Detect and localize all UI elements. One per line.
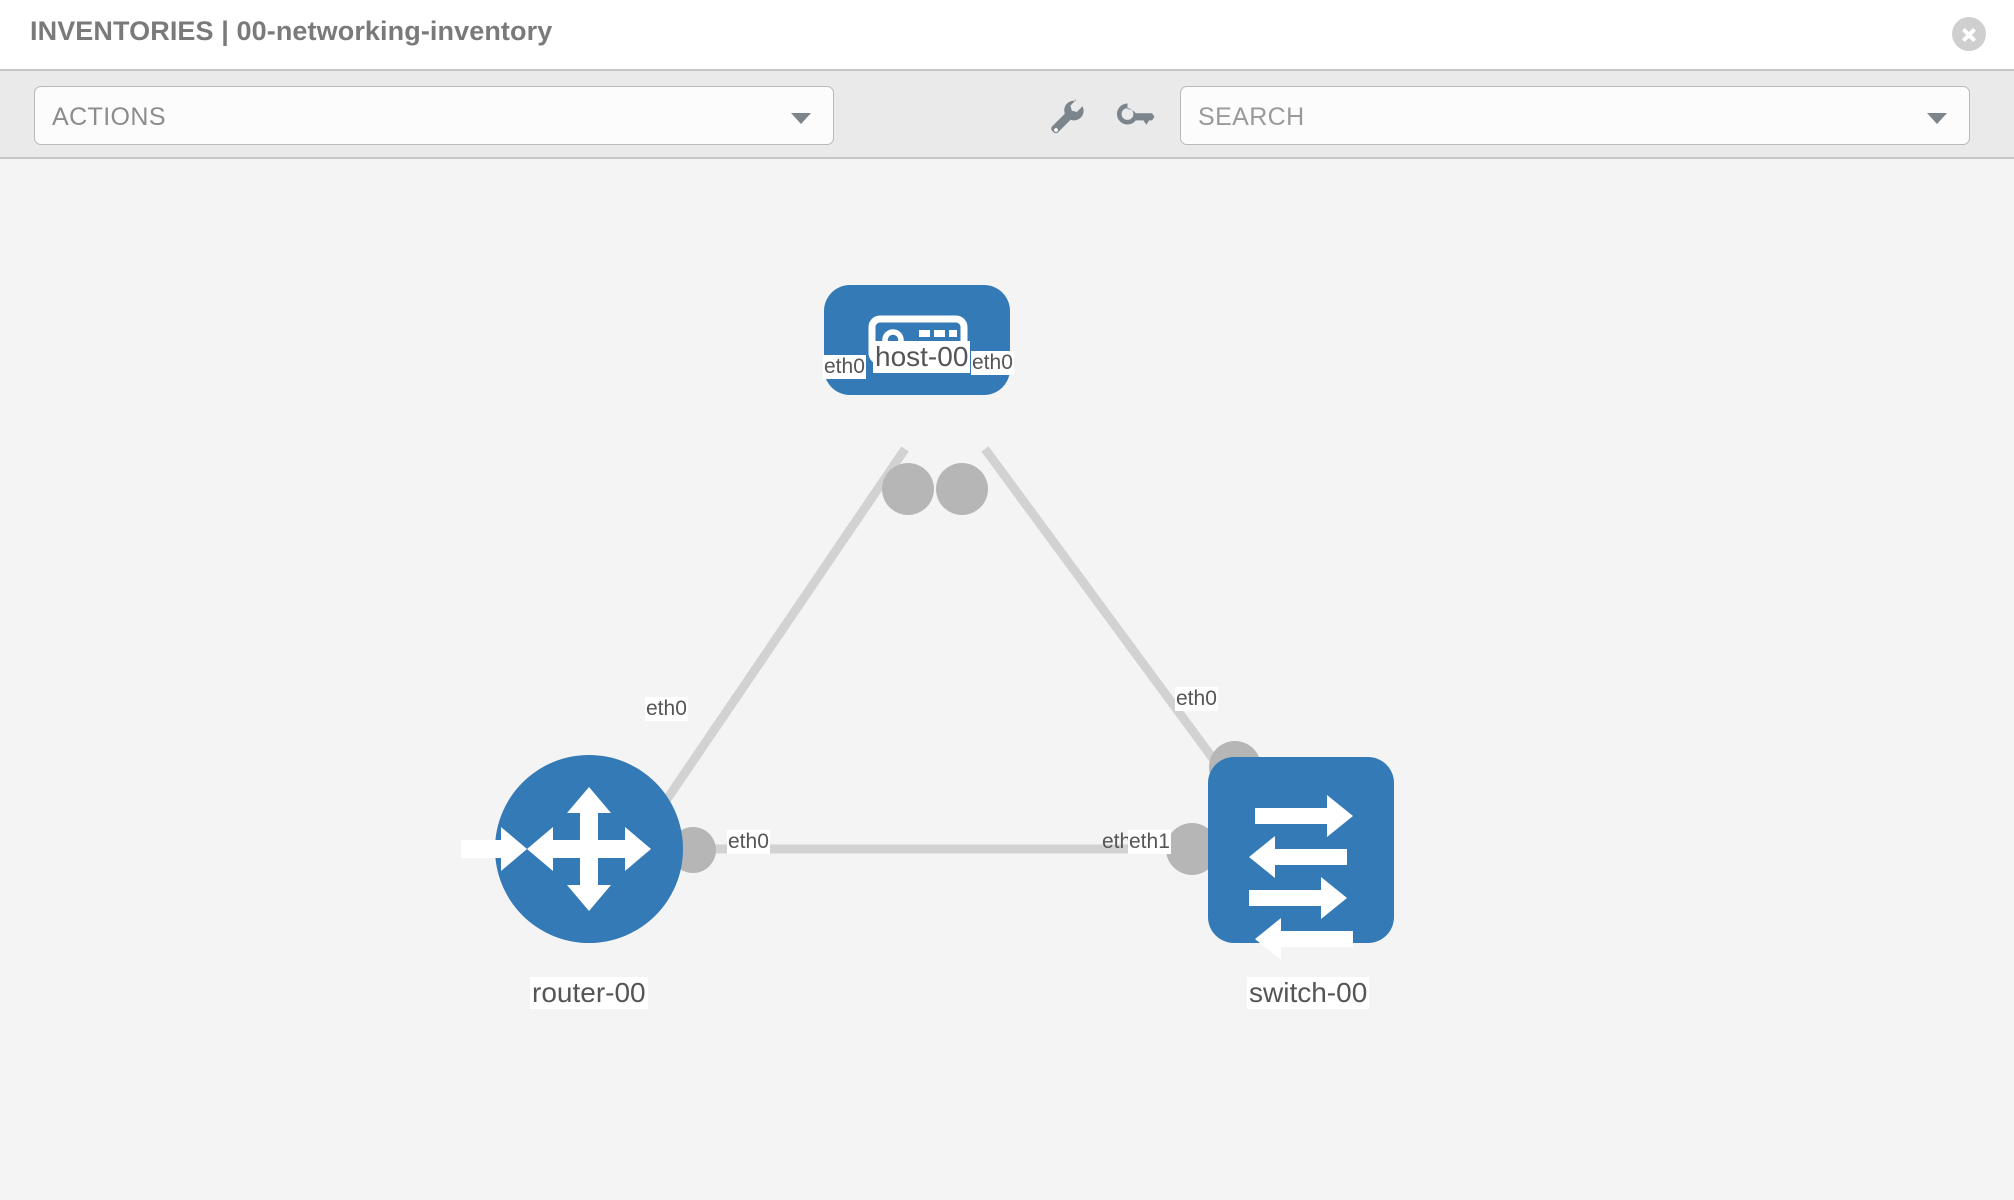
actions-dropdown[interactable]: ACTIONS bbox=[34, 86, 834, 145]
iface-label-router00-eth0: eth0 bbox=[727, 830, 770, 854]
port-host00-eth0-right[interactable] bbox=[936, 463, 988, 515]
iface-label-switch00-eth1: eth1 bbox=[1128, 830, 1171, 854]
actions-dropdown-label: ACTIONS bbox=[52, 103, 166, 131]
topology-graph bbox=[461, 285, 1394, 960]
switch-arrows-icon bbox=[1249, 795, 1353, 960]
topology-links bbox=[636, 446, 1232, 854]
close-icon[interactable] bbox=[1952, 17, 1986, 51]
chevron-down-icon[interactable] bbox=[1927, 113, 1947, 124]
port-host00-eth0-left[interactable] bbox=[882, 463, 934, 515]
topology-canvas[interactable]: host-00 router-00 switch-00 eth0 eth0 et… bbox=[0, 159, 2014, 1200]
node-switch-00[interactable] bbox=[1208, 757, 1394, 960]
chevron-down-icon bbox=[791, 113, 811, 124]
iface-label-host00-eth0-right: eth0 bbox=[971, 351, 1014, 375]
page-title: INVENTORIES | 00-networking-inventory bbox=[30, 16, 553, 46]
toolbar: ACTIONS SEARCH bbox=[0, 69, 2014, 159]
link-host00-switch00[interactable] bbox=[981, 446, 1232, 782]
wrench-icon[interactable] bbox=[1043, 97, 1087, 137]
page-header: INVENTORIES | 00-networking-inventory bbox=[0, 0, 2014, 69]
node-label-switch-00: switch-00 bbox=[1247, 977, 1370, 1009]
node-router-00[interactable] bbox=[461, 755, 683, 943]
iface-label-switch00-eth-overlap: eth bbox=[1102, 830, 1132, 853]
iface-label-switch00-eth0-uplink: eth0 bbox=[1175, 687, 1218, 711]
search-placeholder: SEARCH bbox=[1198, 103, 1305, 131]
key-icon[interactable] bbox=[1113, 97, 1157, 137]
link-host00-router00[interactable] bbox=[636, 446, 909, 842]
search-input[interactable]: SEARCH bbox=[1180, 86, 1970, 145]
node-label-router-00: router-00 bbox=[530, 977, 648, 1009]
iface-label-router00-eth0-uplink: eth0 bbox=[645, 697, 688, 721]
router-four-arrows-icon bbox=[461, 787, 651, 911]
iface-label-host00-eth0-left: eth0 bbox=[823, 355, 866, 379]
port-switch00-eth1[interactable] bbox=[1166, 823, 1218, 875]
node-label-host-00: host-00 bbox=[873, 341, 971, 373]
